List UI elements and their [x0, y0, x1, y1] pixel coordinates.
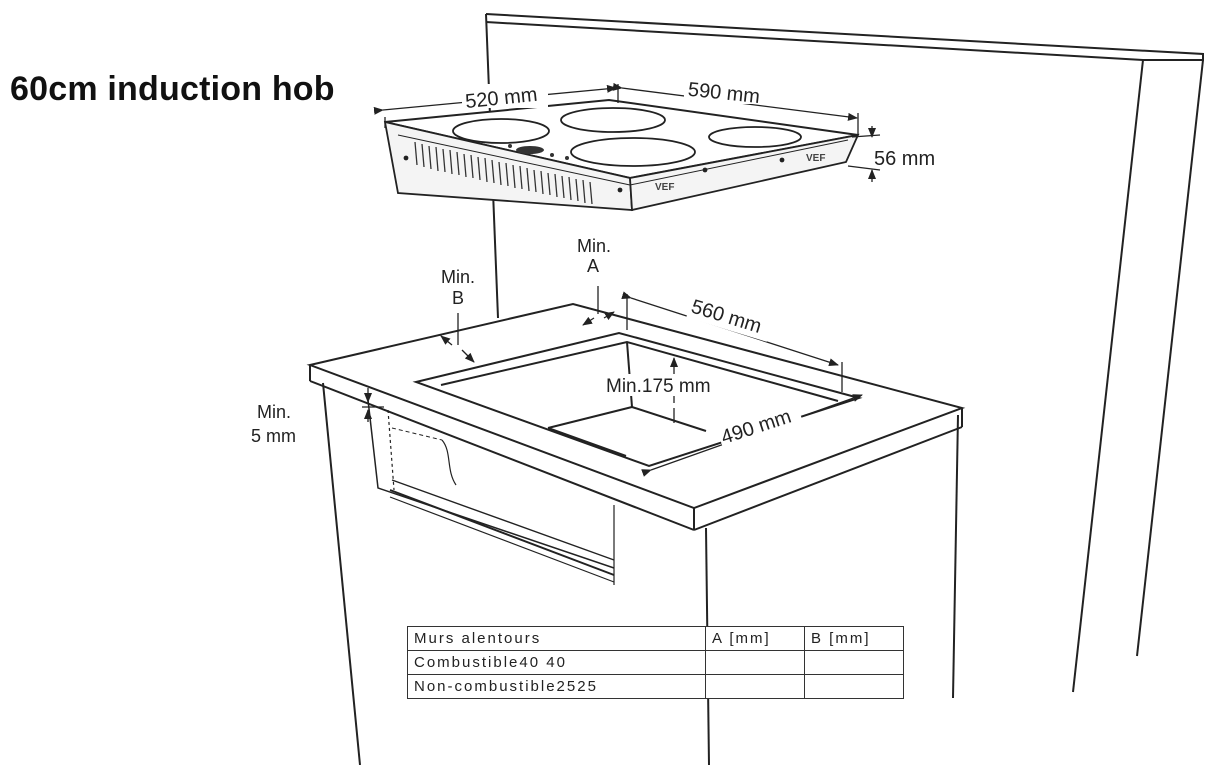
table-cell [705, 650, 805, 675]
cooking-zones [452, 107, 802, 167]
diagram-title: 60cm induction hob [10, 70, 335, 108]
table-cell: Non-combustible2525 [407, 674, 706, 699]
table-header-cell: A [mm] [705, 626, 805, 651]
label-min-gap-value: 5 mm [251, 426, 296, 446]
label-b-letter: B [452, 288, 464, 308]
table-cell [804, 674, 904, 699]
hob-feet [403, 155, 785, 193]
label-a-letter: A [587, 256, 599, 276]
clearance-table: Murs alentours A [mm] B [mm] Combustible… [407, 626, 904, 699]
cooking-zone [708, 126, 802, 148]
table-header-cell: Murs alentours [407, 626, 706, 651]
label-min-b: Min. [441, 267, 475, 287]
induction-hob: VEF VEF [383, 98, 860, 212]
svg-text:VEF: VEF [655, 182, 674, 193]
table-cell [705, 674, 805, 699]
label-min-depth-below: Min.175 mm [606, 376, 711, 397]
control-panel [508, 144, 569, 160]
label-cutout-width: 560 mm [689, 296, 765, 338]
table-cell: Combustible40 40 [407, 650, 706, 675]
label-min-gap: Min. [257, 402, 291, 422]
cooking-zone [452, 118, 550, 144]
table-row: Non-combustible2525 [407, 674, 904, 699]
vent-grille [414, 141, 593, 205]
cabinet [322, 382, 959, 765]
label-hob-height: 56 mm [874, 148, 935, 170]
table-header-cell: B [mm] [804, 626, 904, 651]
table-cell [804, 650, 904, 675]
cooking-zone [570, 137, 696, 167]
table-header-row: Murs alentours A [mm] B [mm] [407, 626, 904, 651]
svg-text:VEF: VEF [806, 153, 825, 164]
label-min-a: Min. [577, 236, 611, 256]
table-row: Combustible40 40 [407, 650, 904, 675]
